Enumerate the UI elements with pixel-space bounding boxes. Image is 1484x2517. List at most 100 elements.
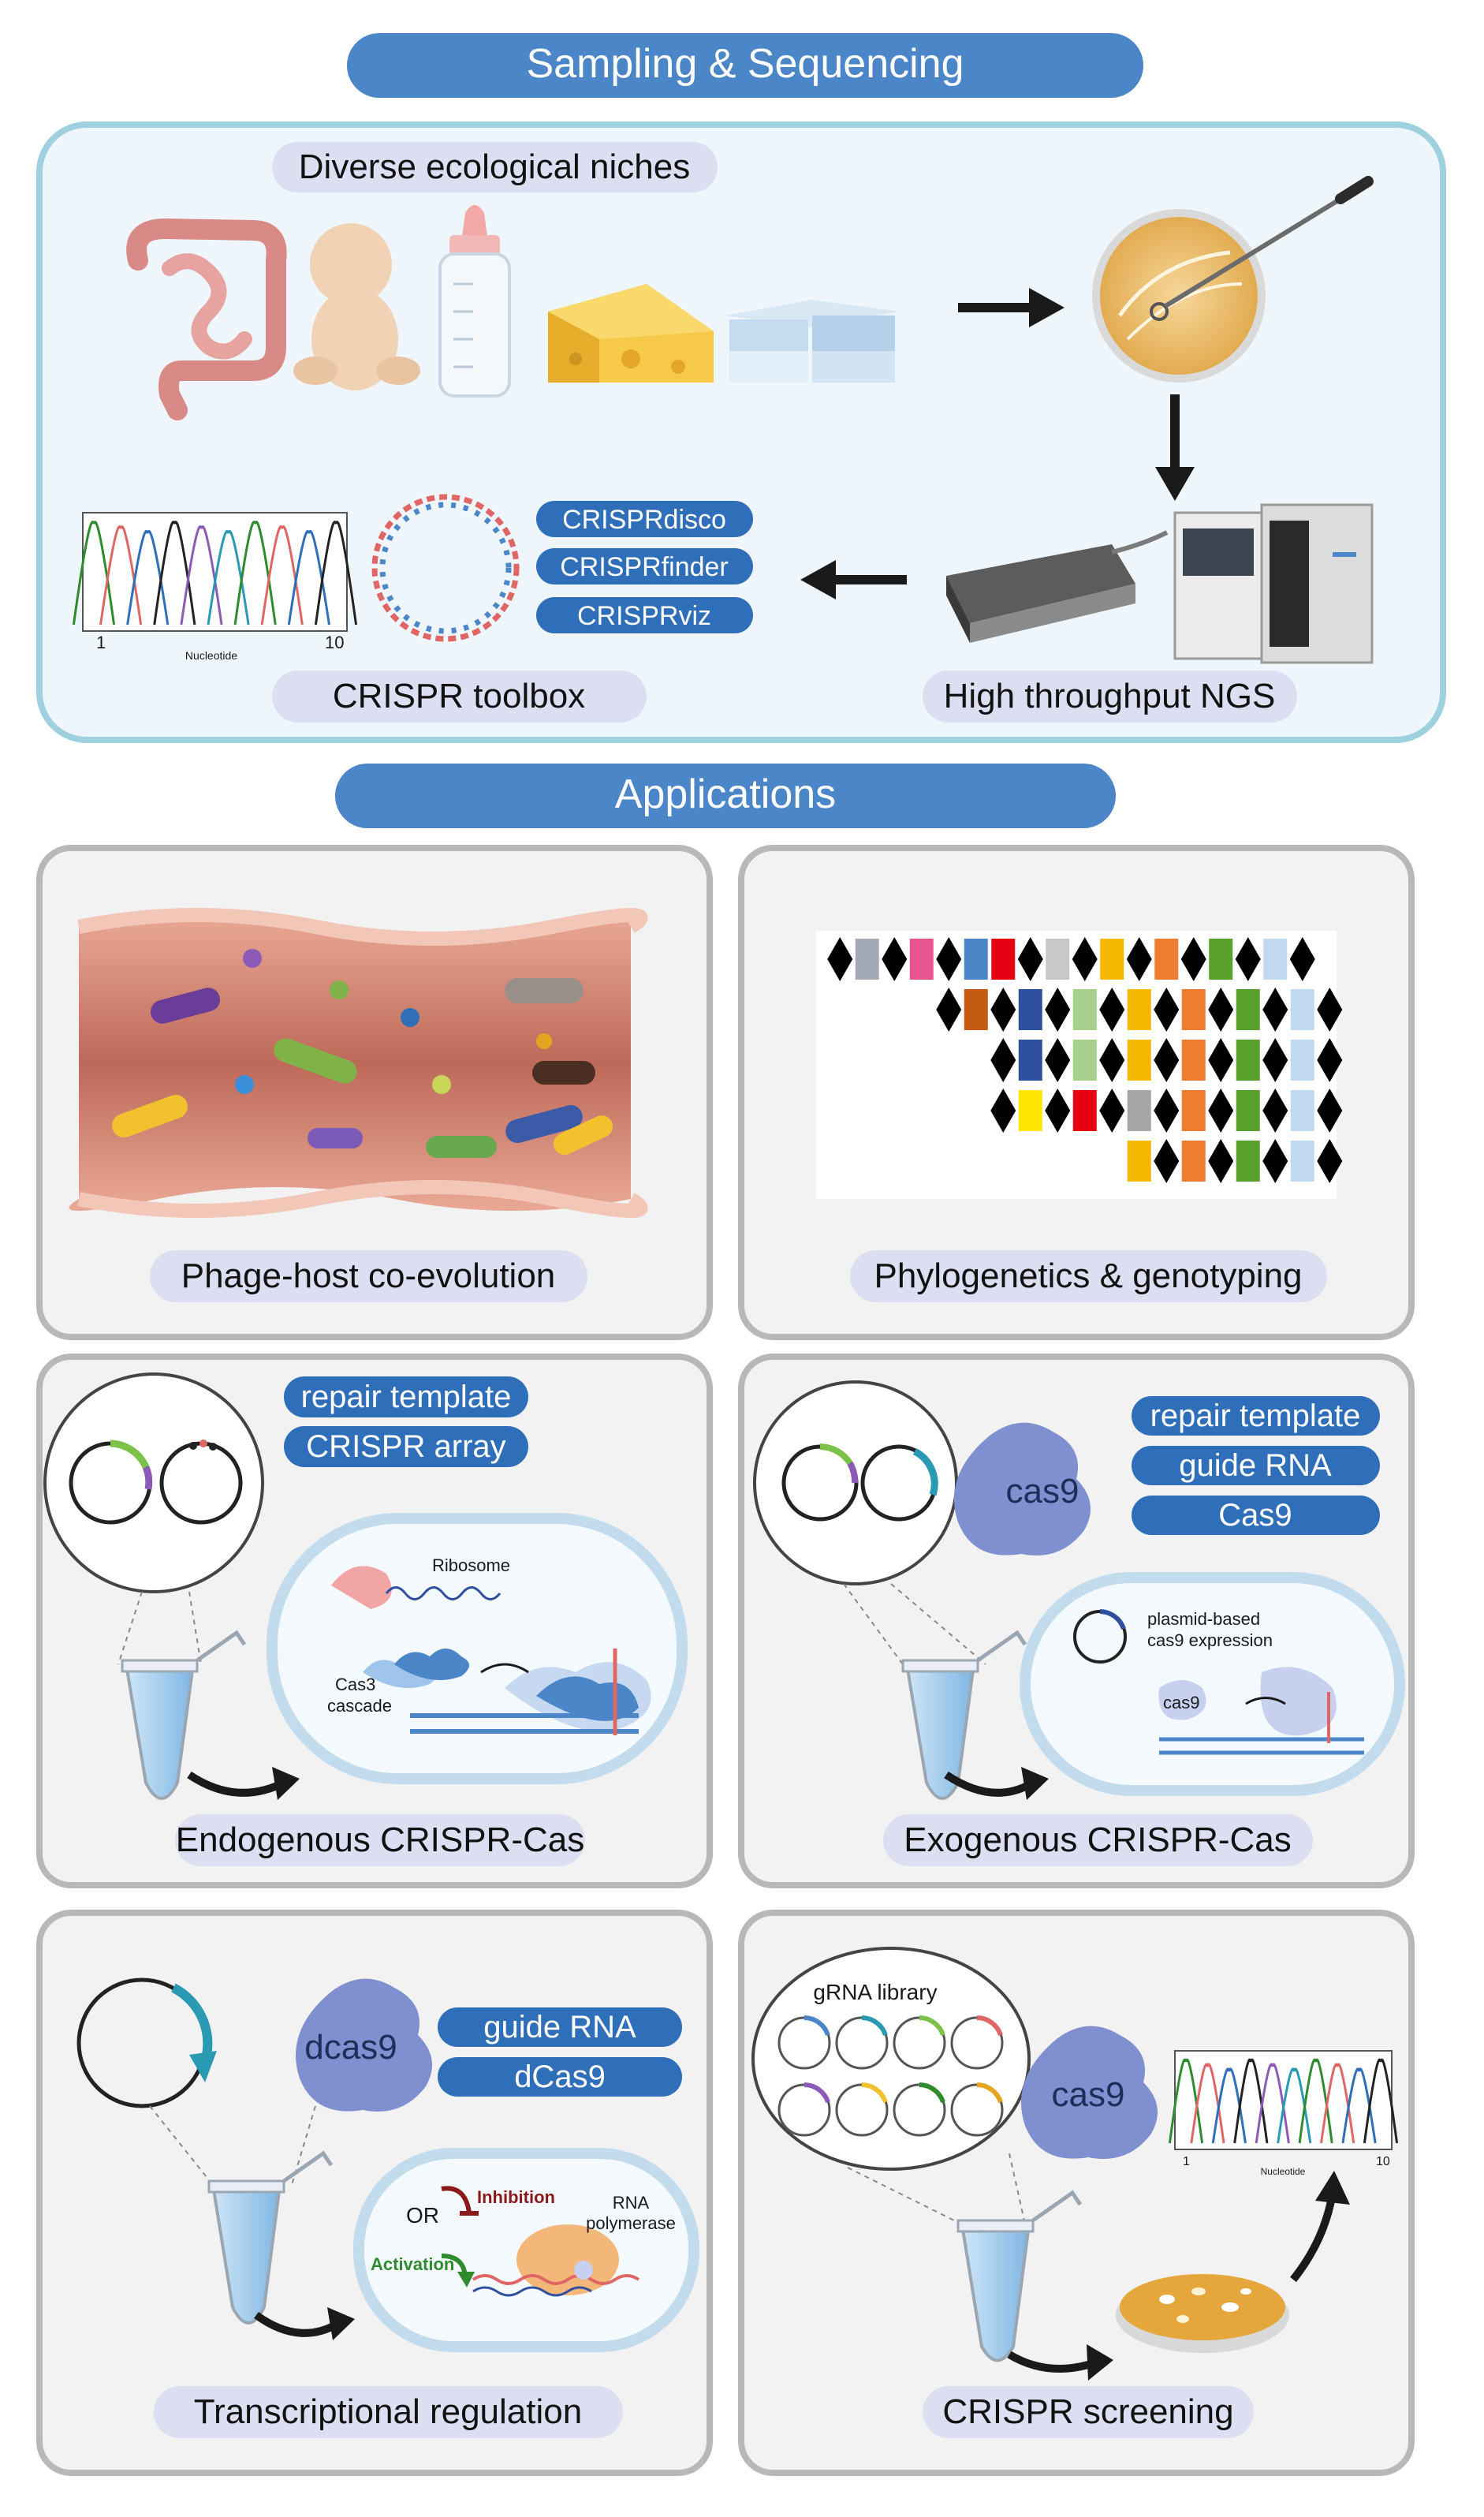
exo-cas9-protein-icon: [954, 1422, 1091, 1555]
exo-cas9-protein-label: cas9: [1006, 1472, 1079, 1511]
phylo-label: Phylogenetics & genotyping: [874, 1257, 1302, 1295]
chromatogram-peak: [1211, 2067, 1247, 2144]
ngs-label: High throughput NGS: [944, 677, 1276, 715]
repeat-diamond: [1154, 1038, 1180, 1082]
phylo-grid: [827, 937, 1343, 1183]
repeat-diamond: [1126, 937, 1152, 981]
screen-axis-label: Nucleotide: [1261, 2166, 1306, 2177]
or-label: OR: [406, 2203, 439, 2228]
repeat-diamond: [990, 988, 1016, 1032]
tool-tag-crisprviz: [536, 597, 753, 633]
repeat-diamond: [1235, 937, 1261, 981]
exo-plasmid-line1: plasmid-based: [1147, 1609, 1260, 1629]
chromatogram-peak: [1363, 2058, 1399, 2144]
baby-icon: [293, 223, 420, 390]
library-guide-insert: [919, 2015, 945, 2037]
trans-plasmid-icon: [76, 1977, 217, 2108]
arrow-down-icon: [1155, 394, 1195, 501]
trans-arrowhead: [327, 2307, 355, 2340]
sampling-banner-text: Sampling & Sequencing: [526, 41, 964, 87]
endo-tag-repair: [284, 1376, 528, 1417]
endogenous-label: Endogenous CRISPR-Cas: [176, 1821, 584, 1859]
tool-crisprfinder: CRISPRfinder: [560, 552, 729, 582]
tool-crisprviz: CRISPRviz: [577, 601, 711, 631]
spacer-block: [1127, 1090, 1151, 1131]
chromatogram-peak: [99, 525, 143, 626]
chromatogram-peak: [207, 530, 250, 626]
rnap-line1: RNA: [613, 2193, 650, 2213]
spacer-block: [1127, 1040, 1151, 1081]
toolbox-label: CRISPR toolbox: [333, 677, 585, 715]
exo-tag-guide: [1132, 1446, 1380, 1485]
tool-crisprdisco: CRISPRdisco: [562, 505, 726, 535]
tool-tag-crisprdisco: [536, 501, 753, 537]
repeat-diamond: [1154, 1089, 1180, 1133]
exo-tube-icon: [843, 1583, 1027, 1800]
intestine-icon: [126, 218, 287, 420]
repeat-diamond: [1072, 937, 1098, 981]
screen-up-arrow: [1290, 2192, 1337, 2283]
chromatogram-peak: [287, 530, 330, 626]
transcriptional-label: Transcriptional regulation: [194, 2392, 582, 2431]
sequencer-icon: [1173, 503, 1374, 664]
repeat-diamond: [990, 1089, 1016, 1133]
exo-arrowhead: [1021, 1767, 1049, 1800]
exo-tag-repair: [1132, 1396, 1380, 1436]
spacer-block: [1181, 1090, 1206, 1131]
repeat-diamond: [1208, 1089, 1234, 1133]
spacer-block: [1181, 1040, 1206, 1081]
chromatogram-peak: [1320, 2063, 1355, 2144]
library-guide-insert: [976, 2015, 1003, 2037]
screening-label: CRISPR screening: [942, 2392, 1233, 2431]
phylo-pill: [850, 1250, 1327, 1302]
spacer-block: [1181, 1141, 1206, 1182]
spacer-block: [1100, 939, 1124, 980]
trans-tube-icon: [149, 2105, 334, 2325]
dcas9-protein-label: dcas9: [304, 2028, 397, 2067]
repeat-diamond: [1208, 1038, 1234, 1082]
chromatogram-peak: [180, 525, 223, 626]
chromatogram-axis-label: Nucleotide: [185, 649, 237, 662]
spacer-block: [1236, 1141, 1260, 1182]
repeat-diamond: [1154, 988, 1180, 1032]
repeat-diamond: [827, 937, 853, 981]
chromatogram-tick-start: 1: [96, 633, 106, 652]
endo-tag-repair-text: repair template: [301, 1380, 512, 1414]
spacer-block: [1072, 989, 1097, 1030]
chromatogram-peak: [1168, 2058, 1204, 2144]
arrow-right-icon: [958, 288, 1065, 327]
repeat-diamond: [1317, 1038, 1343, 1082]
library-guide-insert: [861, 2082, 888, 2104]
chromatogram-peak: [72, 521, 116, 626]
screen-petri-dish-icon: [1116, 2274, 1289, 2353]
repeat-diamond: [1099, 1038, 1125, 1082]
petri-dish-icon: [1092, 176, 1374, 383]
exo-tag-guide-text: guide RNA: [1179, 1448, 1332, 1483]
spacer-block: [855, 939, 879, 980]
repeat-diamond: [1154, 1139, 1180, 1183]
screen-up-arrowhead: [1315, 2171, 1350, 2205]
library-guide-insert: [919, 2082, 945, 2104]
spacer-block: [991, 939, 1016, 980]
exo-tag-cas9: [1132, 1496, 1380, 1535]
transcriptional-pill: [154, 2386, 623, 2438]
repeat-diamond: [936, 937, 962, 981]
exo-curved-arrow: [944, 1771, 1035, 1797]
screening-pill: [923, 2386, 1254, 2438]
exo-cell-diagram: [1020, 1572, 1405, 1796]
screen-tube-icon: [847, 2153, 1083, 2362]
chromatogram-peak: [1255, 2063, 1290, 2144]
repeat-diamond: [1262, 988, 1288, 1032]
repeat-diamond: [1045, 988, 1071, 1032]
spacer-block: [964, 989, 988, 1030]
repeat-diamond: [1262, 1139, 1288, 1183]
cascade-label: cascade: [327, 1696, 392, 1716]
plasmid-ring-icon: [371, 494, 520, 642]
trans-tag-dcas9: [438, 2057, 682, 2097]
repeat-diamond: [1289, 937, 1315, 981]
repeat-diamond: [882, 937, 908, 981]
repeat-diamond: [1262, 1038, 1288, 1082]
chromatogram-peak: [314, 521, 358, 626]
chromatogram-peak: [1277, 2067, 1312, 2144]
repeat-diamond: [1017, 937, 1043, 981]
